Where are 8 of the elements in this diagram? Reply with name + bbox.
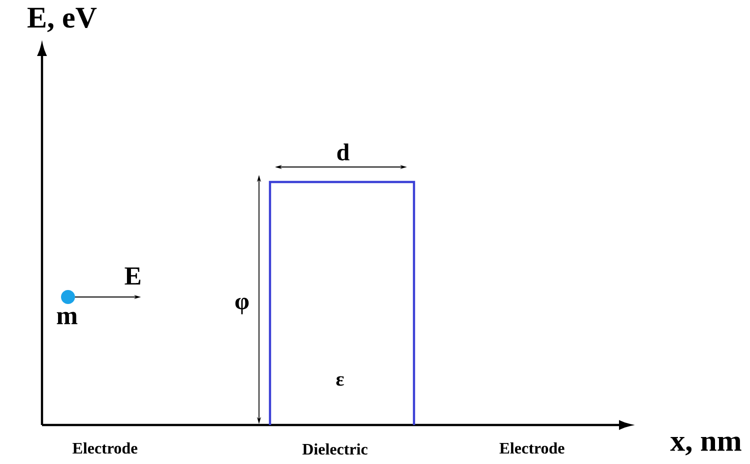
region-label: Dielectric [302, 443, 368, 455]
axis-label: E, eV [28, 8, 97, 32]
barrier-outline: ε [268, 180, 416, 425]
region-label: Electrode [500, 442, 564, 454]
symbol-label: m [56, 312, 78, 324]
region-label: Electrode [72, 442, 138, 454]
symbol-label: E [124, 267, 140, 285]
axis-label: x, nm [670, 436, 742, 456]
